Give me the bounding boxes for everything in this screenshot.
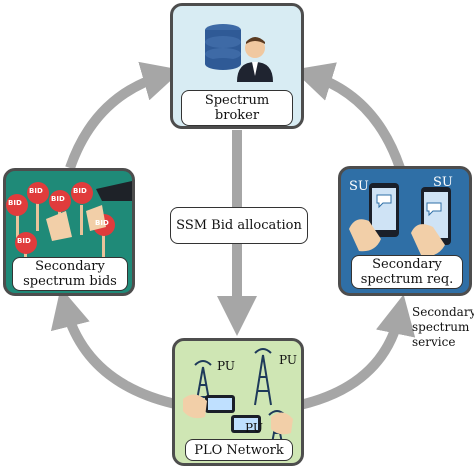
ssm-bid-allocation-text: SSM Bid allocation [176, 218, 302, 233]
arrow-network-to-bids [50, 287, 182, 410]
requests-label-line2: spectrum req. [360, 272, 454, 287]
secondary-spectrum-bids-node: BID BID BID BID BID BID Secondary spectr… [3, 168, 135, 296]
su-tag-left: SU [349, 179, 369, 194]
bid-badge-text-4: BID [95, 219, 109, 227]
secondary-spectrum-bids-label: Secondary spectrum bids [12, 257, 128, 291]
bid-badge-text-6: BID [8, 199, 22, 207]
service-label-line2: spectrum [412, 320, 470, 334]
arrow-bids-to-broker [65, 61, 183, 170]
plo-network-node: PU PU PU PLO Network [172, 338, 304, 466]
pu-tag-2: PU [279, 353, 297, 367]
secondary-spectrum-service-label: Secondary spectrum service [412, 305, 474, 350]
ssm-bid-allocation-label: SSM Bid allocation [170, 207, 308, 244]
service-label-line3: service [412, 335, 456, 349]
requests-label-line1: Secondary [372, 257, 442, 272]
plo-network-label: PLO Network [185, 439, 293, 461]
bid-badge-text-3: BID [51, 195, 65, 203]
spectrum-broker-label-line2: broker [214, 108, 260, 123]
database-server-icon [205, 24, 273, 82]
bids-label-line2: spectrum bids [23, 274, 117, 289]
bids-label-line1: Secondary [35, 259, 105, 274]
service-label-line1: Secondary [412, 305, 474, 319]
arrow-requests-to-broker [292, 62, 405, 170]
spectrum-broker-label: Spectrum broker [181, 90, 293, 126]
arrow-network-to-requests [298, 294, 416, 410]
spectrum-broker-node: Spectrum broker [170, 3, 304, 129]
su-tag-right: SU [433, 175, 453, 190]
cell-towers-icon [183, 348, 293, 460]
pu-tag-3: PU [245, 421, 263, 435]
pu-tag-1: PU [217, 359, 235, 373]
plo-network-label-text: PLO Network [194, 442, 284, 458]
secondary-spectrum-requests-label: Secondary spectrum req. [351, 255, 463, 289]
secondary-spectrum-requests-node: SU SU Secondary spectrum req. [338, 166, 472, 296]
smartphones-icon [349, 183, 451, 256]
bid-badge-text-5: BID [17, 237, 31, 245]
bid-badge-text-2: BID [73, 187, 87, 195]
spectrum-broker-label-line1: Spectrum [204, 93, 270, 108]
bid-badge-text-1: BID [29, 187, 43, 195]
